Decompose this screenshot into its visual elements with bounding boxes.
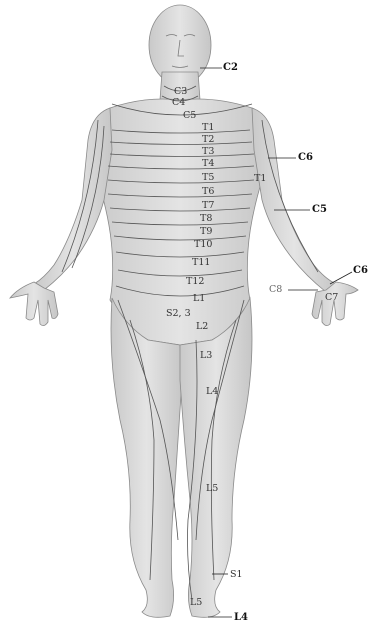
label-l4-foot: L4 xyxy=(234,613,248,623)
label-l3: L3 xyxy=(200,351,212,361)
label-c5-arm: C5 xyxy=(312,205,327,215)
label-c5: C5 xyxy=(183,111,196,121)
label-c3: C3 xyxy=(174,87,187,97)
label-t8: T8 xyxy=(200,214,212,224)
label-t11: T11 xyxy=(192,258,210,268)
label-t12: T12 xyxy=(186,277,204,287)
label-t6: T6 xyxy=(202,187,214,197)
label-l2: L2 xyxy=(196,322,208,332)
label-s23: S2, 3 xyxy=(166,309,191,319)
label-l5-foot: L5 xyxy=(190,598,202,608)
label-t7: T7 xyxy=(202,201,214,211)
label-t9: T9 xyxy=(200,227,212,237)
label-c2: C2 xyxy=(223,63,238,73)
label-t1: T1 xyxy=(202,123,214,133)
label-c8-hand: C8 xyxy=(269,285,282,295)
label-l5: L5 xyxy=(206,484,218,494)
label-l4: L4 xyxy=(206,387,218,397)
label-t2: T2 xyxy=(202,135,214,145)
label-c7-hand: C7 xyxy=(325,293,338,303)
label-s1: S1 xyxy=(230,570,243,580)
label-c6-hand: C6 xyxy=(353,266,368,276)
label-c6-arm: C6 xyxy=(298,153,313,163)
label-t4: T4 xyxy=(202,159,214,169)
label-t1-arm: T1 xyxy=(254,174,266,184)
label-l1: L1 xyxy=(193,294,205,304)
label-t10: T10 xyxy=(194,240,212,250)
label-t5: T5 xyxy=(202,173,214,183)
label-c4: C4 xyxy=(172,98,185,108)
label-t3: T3 xyxy=(202,147,214,157)
